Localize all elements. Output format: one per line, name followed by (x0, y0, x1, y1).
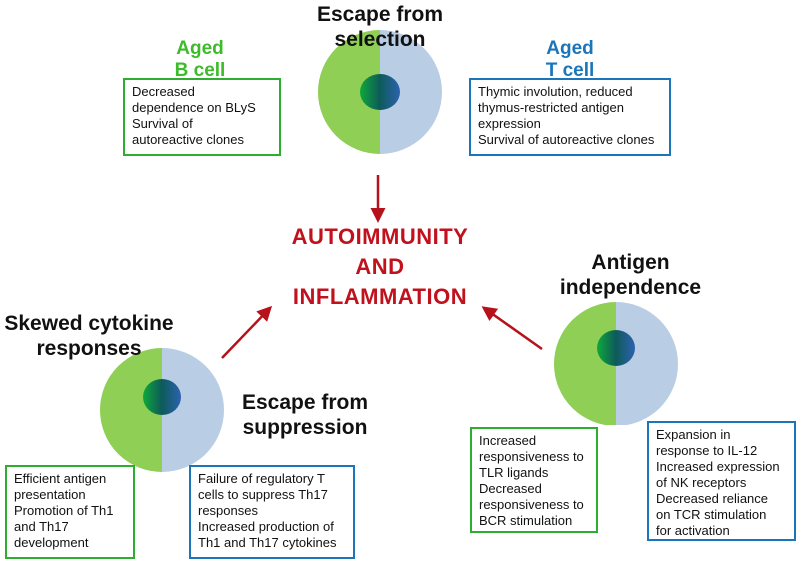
b-cell-info-box: Decreased dependence on BLyS Survival of… (123, 78, 281, 156)
box-line: response to IL-12 (656, 443, 758, 458)
box-line: responsiveness to (479, 497, 584, 512)
heading-line: independence (559, 276, 702, 299)
center-line: AND (355, 254, 405, 279)
box-line: Survival of (132, 116, 193, 131)
cell-title-line: T cell (545, 60, 595, 81)
autoimmunity-inflammation-label: AUTOIMMUNITY AND INFLAMMATION (270, 222, 490, 312)
heading-line: selection (334, 28, 426, 51)
regulatory-t-cell-box: Failure of regulatory T cells to suppres… (189, 465, 355, 559)
antigen-presentation-box: Efficient antigen presentation Promotion… (5, 465, 135, 559)
left-cell (100, 348, 224, 472)
arrow-left-up (221, 305, 273, 359)
heading-line: suppression (242, 416, 368, 439)
box-line: Decreased (479, 481, 542, 496)
box-line: Failure of regulatory T (198, 471, 325, 486)
center-line: INFLAMMATION (292, 284, 468, 309)
heading-line: responses (36, 337, 142, 360)
box-line: Increased expression (656, 459, 780, 474)
cell-title-line: B cell (174, 60, 226, 81)
box-line: development (14, 535, 89, 550)
top-cell (318, 30, 442, 154)
cell-title-line: Aged (176, 38, 224, 59)
heading-skewed-cytokine: Skewed cytokine responses (0, 311, 178, 361)
il12-expansion-box: Expansion in response to IL-12 Increased… (647, 421, 796, 541)
box-line: Increased production of (198, 519, 334, 534)
box-line: responses (198, 503, 258, 518)
box-line: presentation (14, 487, 86, 502)
box-line: Expansion in (656, 427, 731, 442)
box-line: TLR ligands (479, 465, 549, 480)
heading-line: Escape from (241, 391, 369, 414)
box-line: cells to suppress Th17 (198, 487, 328, 502)
t-cell-info-box: Thymic involution, reduced thymus-restri… (469, 78, 671, 156)
right-cell (554, 302, 678, 425)
box-line: on TCR stimulation (656, 507, 767, 522)
box-line: thymus-restricted antigen (478, 100, 624, 115)
aged-t-cell-title: Aged T cell (525, 38, 615, 82)
heading-antigen-independence: Antigen independence (548, 250, 713, 300)
arrow-right-up (481, 306, 543, 351)
heading-line: Antigen (591, 251, 670, 274)
box-line: Th1 and Th17 cytokines (198, 535, 337, 550)
box-line: for activation (656, 523, 730, 538)
box-line: Increased (479, 433, 537, 448)
box-line: responsiveness to (479, 449, 584, 464)
box-line: Decreased (132, 84, 195, 99)
heading-line: Escape from (316, 3, 444, 26)
heading-escape-from-selection: Escape from selection (300, 2, 460, 52)
tlr-responsiveness-box: Increased responsiveness to TLR ligands … (470, 427, 598, 533)
box-line: Survival of autoreactive clones (478, 132, 655, 147)
box-line: expression (478, 116, 541, 131)
box-line: Promotion of Th1 (14, 503, 114, 518)
box-line: Decreased reliance (656, 491, 769, 506)
box-line: BCR stimulation (479, 513, 573, 528)
box-line: Efficient antigen (14, 471, 107, 486)
box-line: of NK receptors (656, 475, 747, 490)
box-line: dependence on BLyS (132, 100, 256, 115)
box-line: Thymic involution, reduced (478, 84, 633, 99)
center-line: AUTOIMMUNITY (291, 224, 469, 249)
heading-escape-from-suppression: Escape from suppression (230, 390, 380, 440)
heading-line: Skewed cytokine (4, 312, 174, 335)
box-line: autoreactive clones (132, 132, 245, 147)
aged-b-cell-title: Aged B cell (155, 38, 245, 82)
cell-title-line: Aged (546, 38, 594, 59)
box-line: and Th17 (14, 519, 69, 534)
